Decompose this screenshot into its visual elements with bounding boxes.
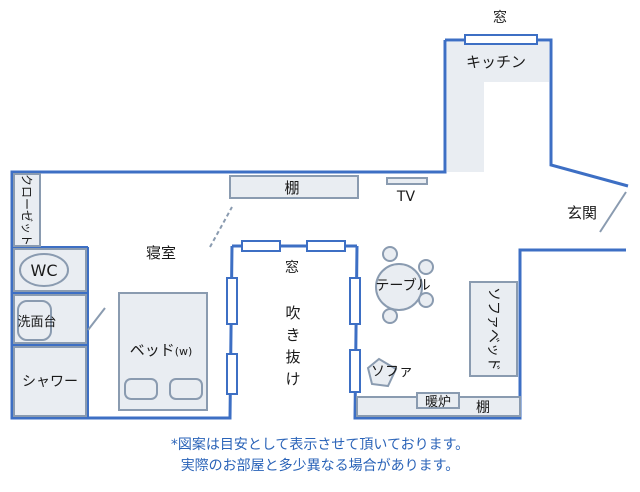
kitchen-window bbox=[464, 34, 538, 45]
label-window-void: 窓 bbox=[285, 259, 299, 276]
label-shower: シャワー bbox=[22, 374, 78, 390]
kitchen-area bbox=[447, 42, 549, 172]
label-shelf-bottom: 棚 bbox=[476, 400, 490, 416]
label-tv: TV bbox=[396, 189, 416, 205]
void-window-top-right bbox=[306, 240, 346, 252]
chair bbox=[418, 259, 434, 275]
tv-stand bbox=[386, 177, 428, 185]
windows bbox=[226, 34, 538, 395]
washroom-door bbox=[87, 307, 106, 331]
void-window-top-left bbox=[241, 240, 281, 252]
label-table: テーブル bbox=[375, 277, 430, 294]
disclaimer-line-2: 実際のお部屋と多少異なる場合があります。 bbox=[180, 458, 460, 474]
room-labels: 窓 キッチン クローゼット 棚 TV 玄関 寝室 WC 洗面台 シャワー ベッド… bbox=[17, 9, 597, 416]
label-void-2: き bbox=[285, 326, 300, 344]
label-void-1: 吹 bbox=[285, 304, 300, 322]
disclaimer-text-1: 図案は目安として表示させて頂いております。 bbox=[177, 437, 470, 453]
label-shelf-top: 棚 bbox=[284, 179, 299, 197]
exterior-walls bbox=[10, 38, 629, 420]
label-void-3: 抜 bbox=[285, 348, 300, 366]
pillow-left bbox=[124, 378, 158, 400]
chair bbox=[382, 308, 398, 324]
bedroom-door bbox=[209, 206, 233, 248]
label-wc: WC bbox=[31, 261, 58, 280]
label-bedroom: 寝室 bbox=[146, 244, 176, 262]
label-void-4: け bbox=[285, 370, 300, 388]
pillow-right bbox=[169, 378, 203, 400]
disclaimer-line-1: *図案は目安として表示させて頂いております。 bbox=[0, 434, 640, 456]
shelf-top bbox=[229, 175, 359, 199]
void-window-right-1 bbox=[349, 277, 361, 325]
label-washroom: 洗面台 bbox=[17, 315, 56, 330]
wash-basin bbox=[17, 300, 52, 341]
label-closet: クローゼット bbox=[20, 174, 34, 246]
shower-room bbox=[13, 346, 87, 417]
sofa-bed bbox=[469, 281, 518, 377]
sofa bbox=[366, 357, 398, 388]
label-sofa: ソファ bbox=[371, 364, 413, 380]
toilet bbox=[19, 253, 69, 287]
fixtures bbox=[13, 173, 521, 417]
entrance-door bbox=[599, 191, 627, 233]
label-bed-name: ベッド bbox=[130, 341, 175, 359]
chair bbox=[418, 292, 434, 308]
void-window-left-2 bbox=[226, 353, 238, 395]
fireplace bbox=[416, 392, 460, 409]
label-entrance: 玄関 bbox=[567, 204, 597, 222]
label-sofa-bed: ソファベッド bbox=[485, 287, 501, 371]
closet bbox=[13, 173, 41, 247]
dining-table bbox=[375, 263, 423, 311]
void-window-right-2 bbox=[349, 349, 361, 393]
void-window-left-1 bbox=[226, 277, 238, 325]
label-bed-size: (w) bbox=[175, 345, 193, 358]
label-fireplace: 暖炉 bbox=[425, 395, 451, 410]
chair bbox=[382, 246, 398, 262]
label-window-top: 窓 bbox=[493, 9, 507, 26]
label-kitchen: キッチン bbox=[466, 53, 526, 71]
doors bbox=[87, 191, 627, 331]
disclaimer-mark: * bbox=[170, 437, 178, 453]
label-bed: ベッド(w) bbox=[130, 341, 193, 359]
